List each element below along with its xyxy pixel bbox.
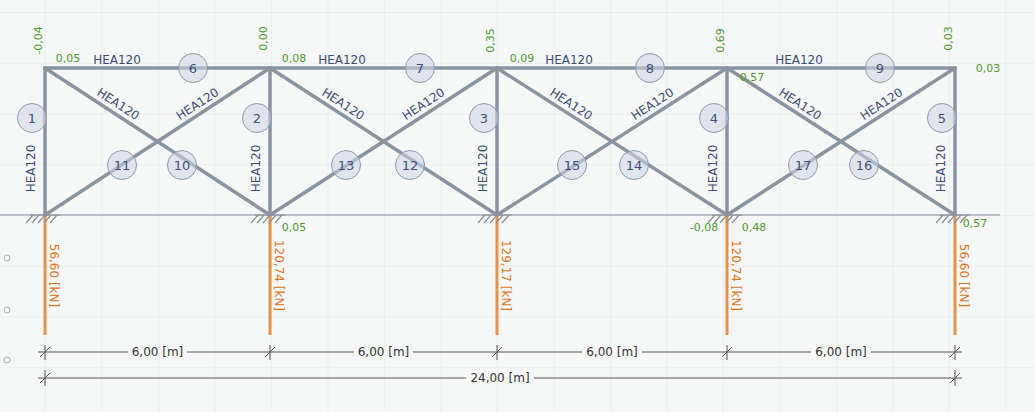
result-value: 0,69 xyxy=(714,27,727,54)
member-callout: 1 xyxy=(17,103,47,133)
reaction-value: 129,17 [kN] xyxy=(500,238,513,311)
dimension-text: 24,00 [m] xyxy=(466,372,533,385)
result-value: 0,57 xyxy=(739,71,766,84)
dimension-text: 6,00 [m] xyxy=(128,346,188,359)
reaction-value: 56,60 [kN] xyxy=(48,242,61,307)
section-label: HEA120 xyxy=(936,143,949,193)
callout-number: 2 xyxy=(253,111,261,126)
member-callout: 11 xyxy=(107,150,137,180)
member-callout: 3 xyxy=(469,103,499,133)
result-value: 0,05 xyxy=(55,52,82,65)
section-label: HEA120 xyxy=(629,86,678,124)
member-callout: 15 xyxy=(557,150,587,180)
section-label: HEA120 xyxy=(708,143,721,193)
member-callout: 16 xyxy=(849,150,879,180)
callout-number: 12 xyxy=(402,158,419,173)
member-callout: 12 xyxy=(395,150,425,180)
callout-number: 15 xyxy=(564,158,581,173)
section-label: HEA120 xyxy=(26,143,39,193)
section-label: HEA120 xyxy=(776,86,825,124)
section-label: HEA120 xyxy=(317,54,367,67)
callout-number: 17 xyxy=(795,158,812,173)
dimension-text: 6,00 [m] xyxy=(811,346,871,359)
member-callout: 2 xyxy=(242,103,272,133)
section-label: HEA120 xyxy=(92,54,142,67)
member-callout: 14 xyxy=(619,150,649,180)
member-callout: 9 xyxy=(865,53,895,83)
result-value: 0,00 xyxy=(257,25,270,52)
result-value: 0,08 xyxy=(281,52,308,65)
callout-number: 1 xyxy=(28,111,36,126)
callout-number: 8 xyxy=(646,61,654,76)
callout-number: 14 xyxy=(626,158,643,173)
result-value: 0,48 xyxy=(741,221,768,234)
reaction-value: 120,74 [kN] xyxy=(273,238,286,311)
callout-number: 11 xyxy=(114,158,131,173)
section-label: HEA120 xyxy=(478,143,491,193)
section-label: HEA120 xyxy=(400,86,449,124)
callout-number: 16 xyxy=(856,158,873,173)
result-value: 0,05 xyxy=(281,221,308,234)
callout-number: 9 xyxy=(876,61,884,76)
result-value: -0,04 xyxy=(32,25,45,55)
member-callout: 10 xyxy=(167,150,197,180)
result-value: 0,03 xyxy=(942,25,955,52)
callout-number: 7 xyxy=(416,61,424,76)
dimension-text: 6,00 [m] xyxy=(354,346,414,359)
dimension-text: 6,00 [m] xyxy=(582,346,642,359)
section-label: HEA120 xyxy=(319,86,368,124)
member-callout: 6 xyxy=(178,53,208,83)
result-value: 0,03 xyxy=(975,62,1002,75)
reaction-value: 56,60 [kN] xyxy=(958,242,971,307)
member-callout: 17 xyxy=(788,150,818,180)
callout-number: 13 xyxy=(338,158,355,173)
member-callout: 5 xyxy=(927,103,957,133)
section-label: HEA120 xyxy=(544,54,594,67)
result-value: 0,35 xyxy=(484,27,497,54)
section-label: HEA120 xyxy=(547,86,596,124)
section-label: HEA120 xyxy=(173,86,222,124)
callout-number: 3 xyxy=(480,111,488,126)
member-callout: 7 xyxy=(405,53,435,83)
result-value: -0,08 xyxy=(689,221,719,234)
section-label: HEA120 xyxy=(93,86,142,124)
section-label: HEA120 xyxy=(774,54,824,67)
callout-number: 5 xyxy=(938,111,946,126)
callout-number: 6 xyxy=(189,61,197,76)
callout-number: 10 xyxy=(174,158,191,173)
result-value: 0,09 xyxy=(509,52,536,65)
result-value: 0,57 xyxy=(962,217,989,230)
member-callout: 4 xyxy=(699,103,729,133)
member-callout: 13 xyxy=(331,150,361,180)
section-label: HEA120 xyxy=(251,143,264,193)
callout-number: 4 xyxy=(710,111,718,126)
member-callout: 8 xyxy=(635,53,665,83)
reaction-value: 120,74 [kN] xyxy=(730,238,743,311)
section-label: HEA120 xyxy=(857,86,906,124)
